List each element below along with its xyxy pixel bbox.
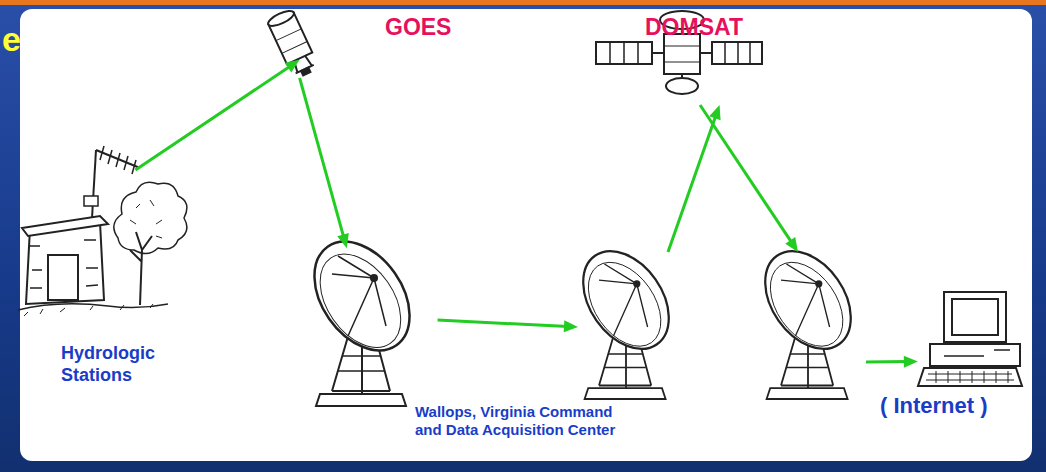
diagram-node: GOES: [260, 8, 480, 80]
signal-arrow: [300, 78, 349, 248]
signal-arrow: [438, 105, 721, 332]
node-label: DOMSAT: [645, 14, 743, 42]
diagram-node: ( Internet ): [870, 285, 1035, 435]
top-band: [0, 0, 1046, 5]
node-label: Hydrologic Stations: [61, 343, 171, 386]
signal-arrow: [700, 105, 918, 368]
title-fragment: e: [2, 20, 21, 59]
diagram-node: Wallops, Virginia Command and Data Acqui…: [300, 225, 644, 457]
node-label: ( Internet ): [880, 393, 988, 419]
signal-arrow: [135, 60, 299, 170]
diagram-node: DOMSAT: [585, 8, 780, 108]
diagram-node: Hydrologic Stations: [15, 150, 230, 400]
node-label: Wallops, Virginia Command and Data Acqui…: [415, 403, 640, 439]
node-label: GOES: [385, 14, 451, 42]
